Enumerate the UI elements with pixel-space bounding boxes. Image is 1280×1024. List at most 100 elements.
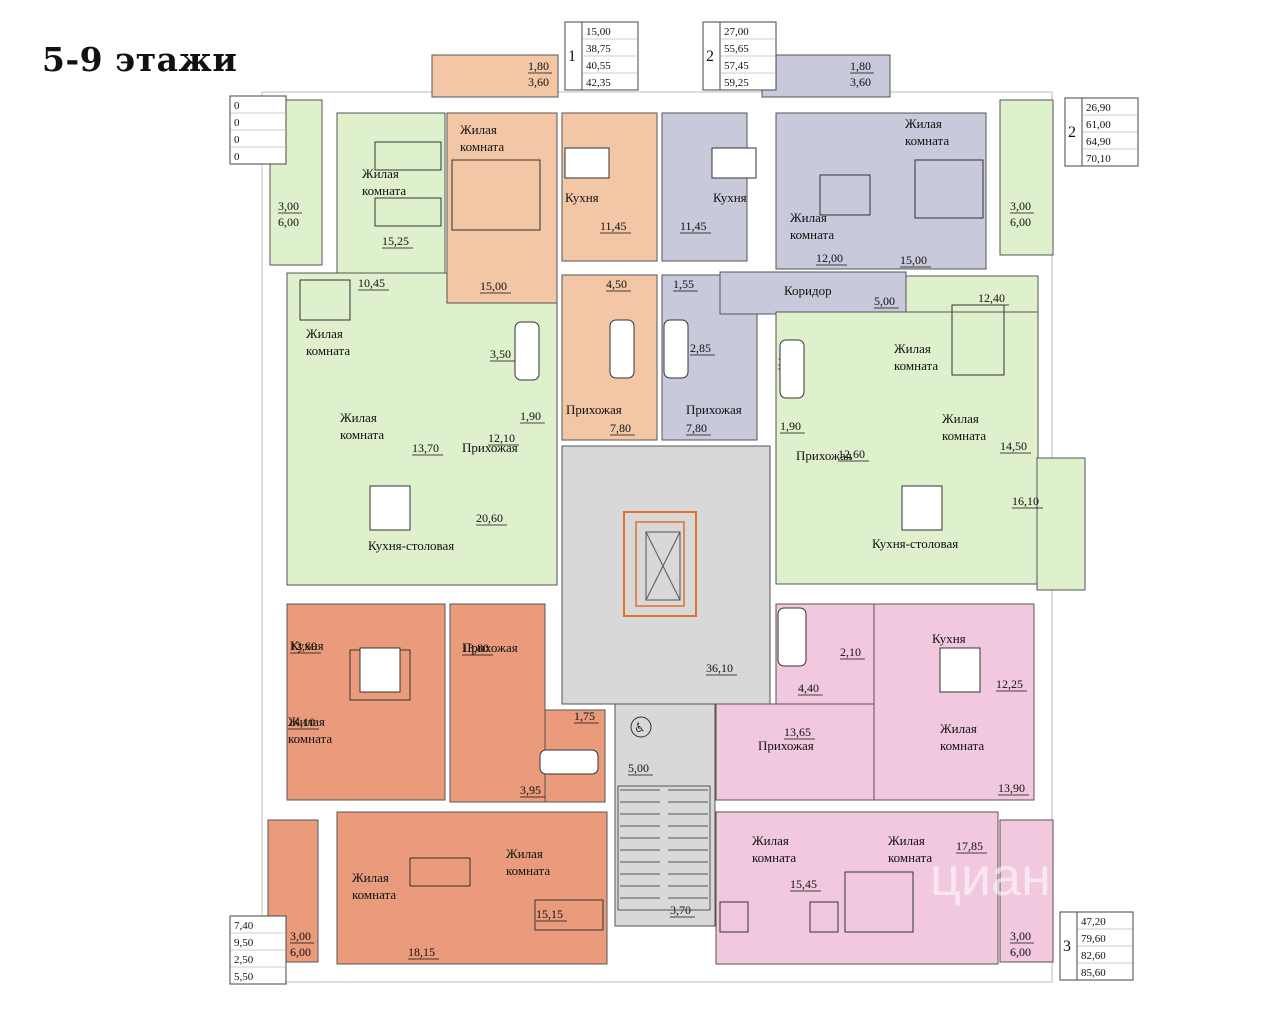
zone-o-4 [336, 811, 608, 965]
room-r8: 4,50 [606, 277, 631, 292]
room-area: 7,80 [610, 421, 631, 435]
room-label: Жилая [790, 210, 827, 225]
balcony-area-a: 3,00 [1010, 929, 1031, 943]
balcony-area-b: 6,00 [1010, 215, 1031, 229]
room-label: Прихожая [686, 402, 742, 417]
room-area: 15,00 [480, 279, 507, 293]
balcony-area-b: 6,00 [278, 215, 299, 229]
room-label: комната [340, 427, 384, 442]
room-r37: 5,00 [628, 761, 653, 776]
room-area: 2,85 [690, 341, 711, 355]
room-area: 15,25 [382, 234, 409, 248]
room-area: 13,90 [998, 781, 1025, 795]
room-label: Жилая [894, 341, 931, 356]
elevator-shaft [623, 511, 697, 617]
balcony-labels: 1,803,601,803,603,006,003,006,003,006,00… [278, 59, 1034, 959]
room-area: 5,00 [874, 294, 895, 308]
apartment-zones [267, 54, 1086, 965]
room-label: Прихожая [796, 448, 852, 463]
zone-common-2 [614, 703, 716, 927]
room-label: Жилая [888, 833, 925, 848]
room-r29: 4,40 [798, 681, 823, 696]
room-area: 16,10 [1012, 494, 1039, 508]
legend-value: 79,60 [1081, 933, 1106, 945]
room-label: Прихожая [758, 738, 814, 753]
legend-value: 15,00 [586, 26, 611, 38]
legend-value: 9,50 [234, 937, 254, 949]
balc-top-left: 1,80 3,60 [528, 59, 552, 89]
room-label: Кухня [713, 190, 747, 205]
balc-left-upper: 3,006,00 [278, 199, 302, 229]
balcony-area-a: 1,80 [850, 59, 871, 73]
balcony-area-a: 3,00 [1010, 199, 1031, 213]
svg-text:♿: ♿ [634, 721, 646, 736]
legend-value: 0 [234, 151, 240, 163]
zone-p-3 [715, 703, 875, 801]
room-labels: Жилаякомната15,25Жилаякомната15,00Кухня1… [288, 116, 1043, 960]
balcony-area-b: 6,00 [1010, 945, 1031, 959]
zone-p-2 [873, 603, 1035, 801]
room-area: 15,15 [536, 907, 563, 921]
legend-value: 7,40 [234, 920, 254, 932]
legend-value: 61,00 [1086, 119, 1111, 131]
zone-gl-1 [336, 112, 446, 274]
room-label: комната [352, 887, 396, 902]
room-area: 15,45 [790, 877, 817, 891]
balc-left-lower: 3,006,00 [290, 929, 314, 959]
legend-value: 2,50 [234, 954, 254, 966]
legend-value: 64,90 [1086, 136, 1111, 148]
zone-o-2 [449, 603, 546, 803]
legend-value: 0 [234, 100, 240, 112]
room-area: 15,00 [900, 253, 927, 267]
room-label: комната [288, 731, 332, 746]
room-label: Кухня [290, 638, 324, 653]
legend-value: 42,35 [586, 77, 611, 89]
staircase [617, 785, 711, 911]
room-label: Коридор [784, 283, 832, 298]
legend-value: 57,45 [724, 60, 749, 72]
room-area: 14,50 [1000, 439, 1027, 453]
zone-p-5 [999, 819, 1054, 963]
room-label: комната [940, 738, 984, 753]
room-label: Жилая [306, 326, 343, 341]
legend-number: 2 [706, 48, 714, 65]
room-area: 5,00 [628, 761, 649, 775]
room-label: комната [362, 183, 406, 198]
room-area: 1,90 [520, 409, 541, 423]
legend-boxes: 115,0038,7540,5542,35227,0055,6557,4559,… [229, 21, 1139, 985]
zone-a2-3 [775, 112, 987, 270]
room-area: 4,50 [606, 277, 627, 291]
room-area: 1,75 [574, 709, 595, 723]
legend-value: 38,75 [586, 43, 611, 55]
legend-number: 3 [1063, 938, 1071, 955]
room-r33: 1,75 [574, 709, 599, 724]
balcony-area-b: 3,60 [528, 75, 549, 89]
room-label: Жилая [940, 721, 977, 736]
room-label: Жилая [362, 166, 399, 181]
room-label: Прихожая [462, 640, 518, 655]
room-area: 14,10 [288, 715, 315, 729]
room-label: Жилая [905, 116, 942, 131]
room-label: Жилая [942, 411, 979, 426]
balcony-area-a: 1,80 [528, 59, 549, 73]
room-r10: Коридор 5,00 [784, 283, 899, 309]
room-area: 1,90 [780, 419, 801, 433]
legend-value: 0 [234, 117, 240, 129]
room-area: 36,10 [706, 661, 733, 675]
room-area: 12,40 [978, 291, 1005, 305]
zone-a1-2 [561, 112, 658, 262]
room-label: Кухня [565, 190, 599, 205]
balc-top-right: 1,803,60 [850, 59, 874, 89]
zone-balc-tr [761, 54, 891, 98]
zone-gr-2 [775, 311, 1039, 585]
